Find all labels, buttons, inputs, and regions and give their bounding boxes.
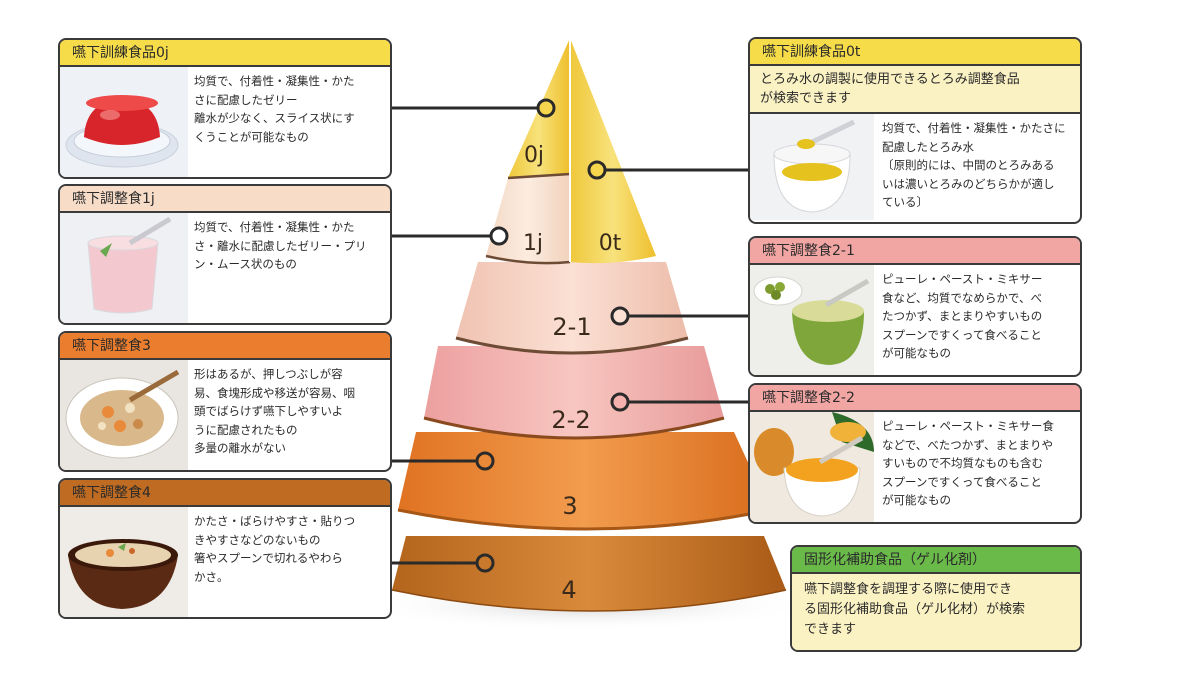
description-line: 〔原則的には、中間のとろみある [882, 158, 1055, 172]
green-pea-puree-photo-icon [750, 265, 874, 375]
description-line: うに配慮されたもの [194, 422, 298, 437]
connector-dot-4 [475, 553, 495, 573]
level-label-0t: 0t [599, 231, 622, 256]
description-line: きやすさなどのないもの [194, 532, 321, 547]
level-label-2-2: 2-2 [551, 406, 590, 434]
level-label-0j: 0j [524, 143, 544, 168]
level-label-4: 4 [561, 576, 576, 604]
description-line: る固形化補助食品（ゲル化材）が検索 [804, 602, 1026, 617]
description-line: かさ。 [194, 569, 229, 584]
thickened-water-photo-icon [750, 114, 874, 220]
subtitle-line: とろみ水の調製に使用できるとろみ調整食品 [760, 72, 1020, 87]
subtitle-line: が検索できます [760, 91, 852, 106]
description-line: スプーンですくって食べること [882, 327, 1042, 342]
card-gelling-agent[interactable]: 固形化補助食品（ゲル化剤） 嚥下調整食を調理する際に使用でき る固形化補助食品（… [790, 545, 1082, 652]
description-line: 食など、均質でなめらかで、べ [882, 290, 1042, 305]
description-line: かたさ・ばらけやすさ・貼りつ [194, 514, 356, 528]
pyramid-level-4 [392, 536, 786, 611]
pyramid-level-3 [398, 432, 770, 529]
description-line: 易、食塊形成や移送が容易、咽 [194, 385, 355, 400]
description-line: が可能なもの [882, 493, 951, 507]
level-label-3: 3 [562, 492, 577, 520]
description-line: 均質で、付着性・凝集性・かた [194, 220, 355, 234]
description-line: くうことが可能なもの [194, 129, 309, 144]
connector-dot-0t [587, 160, 607, 180]
level-label-2-1: 2-1 [552, 313, 591, 341]
card-title: 嚥下調整食2-2 [750, 385, 1080, 412]
soft-stew-photo-icon [60, 360, 188, 470]
description-line: さ・離水に配慮したゼリー・プリ [194, 238, 367, 253]
pink-mousse-photo-icon [60, 213, 188, 323]
description-line: などで、べたつかず、まとまりや [882, 437, 1054, 452]
description-line: 頭でばらけず嚥下しやすいよ [194, 404, 344, 418]
red-jelly-photo-icon [60, 67, 188, 177]
connector-dot-2-2 [610, 392, 630, 412]
description-line: 均質で、付着性・凝集性・かたさに [882, 121, 1066, 135]
description-line: 嚥下調整食を調理する際に使用でき [804, 582, 1013, 597]
description-line: 離水が少なく、スライス状にす [194, 111, 355, 125]
pyramid-level-0t [570, 38, 656, 264]
card-title: 嚥下調整食4 [60, 480, 390, 507]
card-dysphagia-adjusted-3[interactable]: 嚥下調整食3 形はあるが、押しつぶしが容 易、食塊形成や移送が容易、咽 頭でばら… [58, 331, 392, 472]
description-line: 多量の離水がない [194, 441, 286, 455]
description-line: 箸やスプーンで切れるやわら [194, 551, 343, 565]
pyramid-level-2-2 [424, 346, 724, 438]
card-dysphagia-training-0t[interactable]: 嚥下訓練食品0t とろみ水の調製に使用できるとろみ調整食品 が検索できます 均質… [748, 37, 1082, 224]
card-dysphagia-adjusted-2-2[interactable]: 嚥下調整食2-2 ピューレ・ペースト・ミキサー食 などで、べたつかず、まとまりや… [748, 383, 1082, 524]
description-line: スプーンですくって食べること [882, 474, 1042, 489]
description-line: が可能なもの [882, 346, 951, 360]
description-line: ピューレ・ペースト・ミキサー食 [882, 419, 1054, 433]
connector-dot-3 [475, 451, 495, 471]
pumpkin-puree-photo-icon [750, 412, 874, 522]
level-label-1j: 1j [523, 231, 543, 256]
card-dysphagia-adjusted-4[interactable]: 嚥下調整食4 かたさ・ばらけやすさ・貼りつ きやすさなどのないもの 箸やスプーン… [58, 478, 392, 619]
description-line: たつかず、まとまりやすいもの [882, 309, 1043, 323]
description-line: すいもので不均質なものも含む [882, 456, 1043, 470]
description-line: いは濃いとろみのどちらかが適し [882, 176, 1055, 191]
card-title: 嚥下調整食2-1 [750, 238, 1080, 265]
card-dysphagia-adjusted-1j[interactable]: 嚥下調整食1j 均質で、付着性・凝集性・かた さ・離水に配慮したゼリー・プリ ン… [58, 184, 392, 325]
connector-dot-2-1 [610, 306, 630, 326]
description-line: 形はあるが、押しつぶしが容 [194, 367, 343, 381]
card-title: 嚥下調整食1j [60, 186, 390, 213]
connector-dot-1j [489, 226, 509, 246]
description-line: ン・ムース状のもの [194, 257, 297, 271]
card-title: 嚥下訓練食品0t [750, 39, 1080, 66]
card-subtitle: とろみ水の調製に使用できるとろみ調整食品 が検索できます [750, 66, 1080, 114]
pyramid-level-2-1 [456, 262, 688, 353]
description-line: 配慮したとろみ水 [882, 139, 974, 154]
card-title: 嚥下訓練食品0j [60, 40, 390, 67]
card-dysphagia-adjusted-2-1[interactable]: 嚥下調整食2-1 ピューレ・ペースト・ミキサー 食など、均質でなめらかで、べ た… [748, 236, 1082, 377]
description-line: 均質で、付着性・凝集性・かた [194, 74, 355, 88]
card-dysphagia-training-0j[interactable]: 嚥下訓練食品0j 均質で、付着性・凝集性・かた さに配慮したゼリー 離水が少なく… [58, 38, 392, 179]
card-title: 固形化補助食品（ゲル化剤） [792, 547, 1080, 574]
description-line: ピューレ・ペースト・ミキサー [882, 272, 1043, 286]
rice-porridge-photo-icon [60, 507, 188, 617]
description-line: さに配慮したゼリー [194, 92, 298, 107]
description-line: ている〕 [882, 195, 928, 209]
connector-dot-0j [536, 98, 556, 118]
description-line: できます [804, 622, 857, 637]
card-title: 嚥下調整食3 [60, 333, 390, 360]
